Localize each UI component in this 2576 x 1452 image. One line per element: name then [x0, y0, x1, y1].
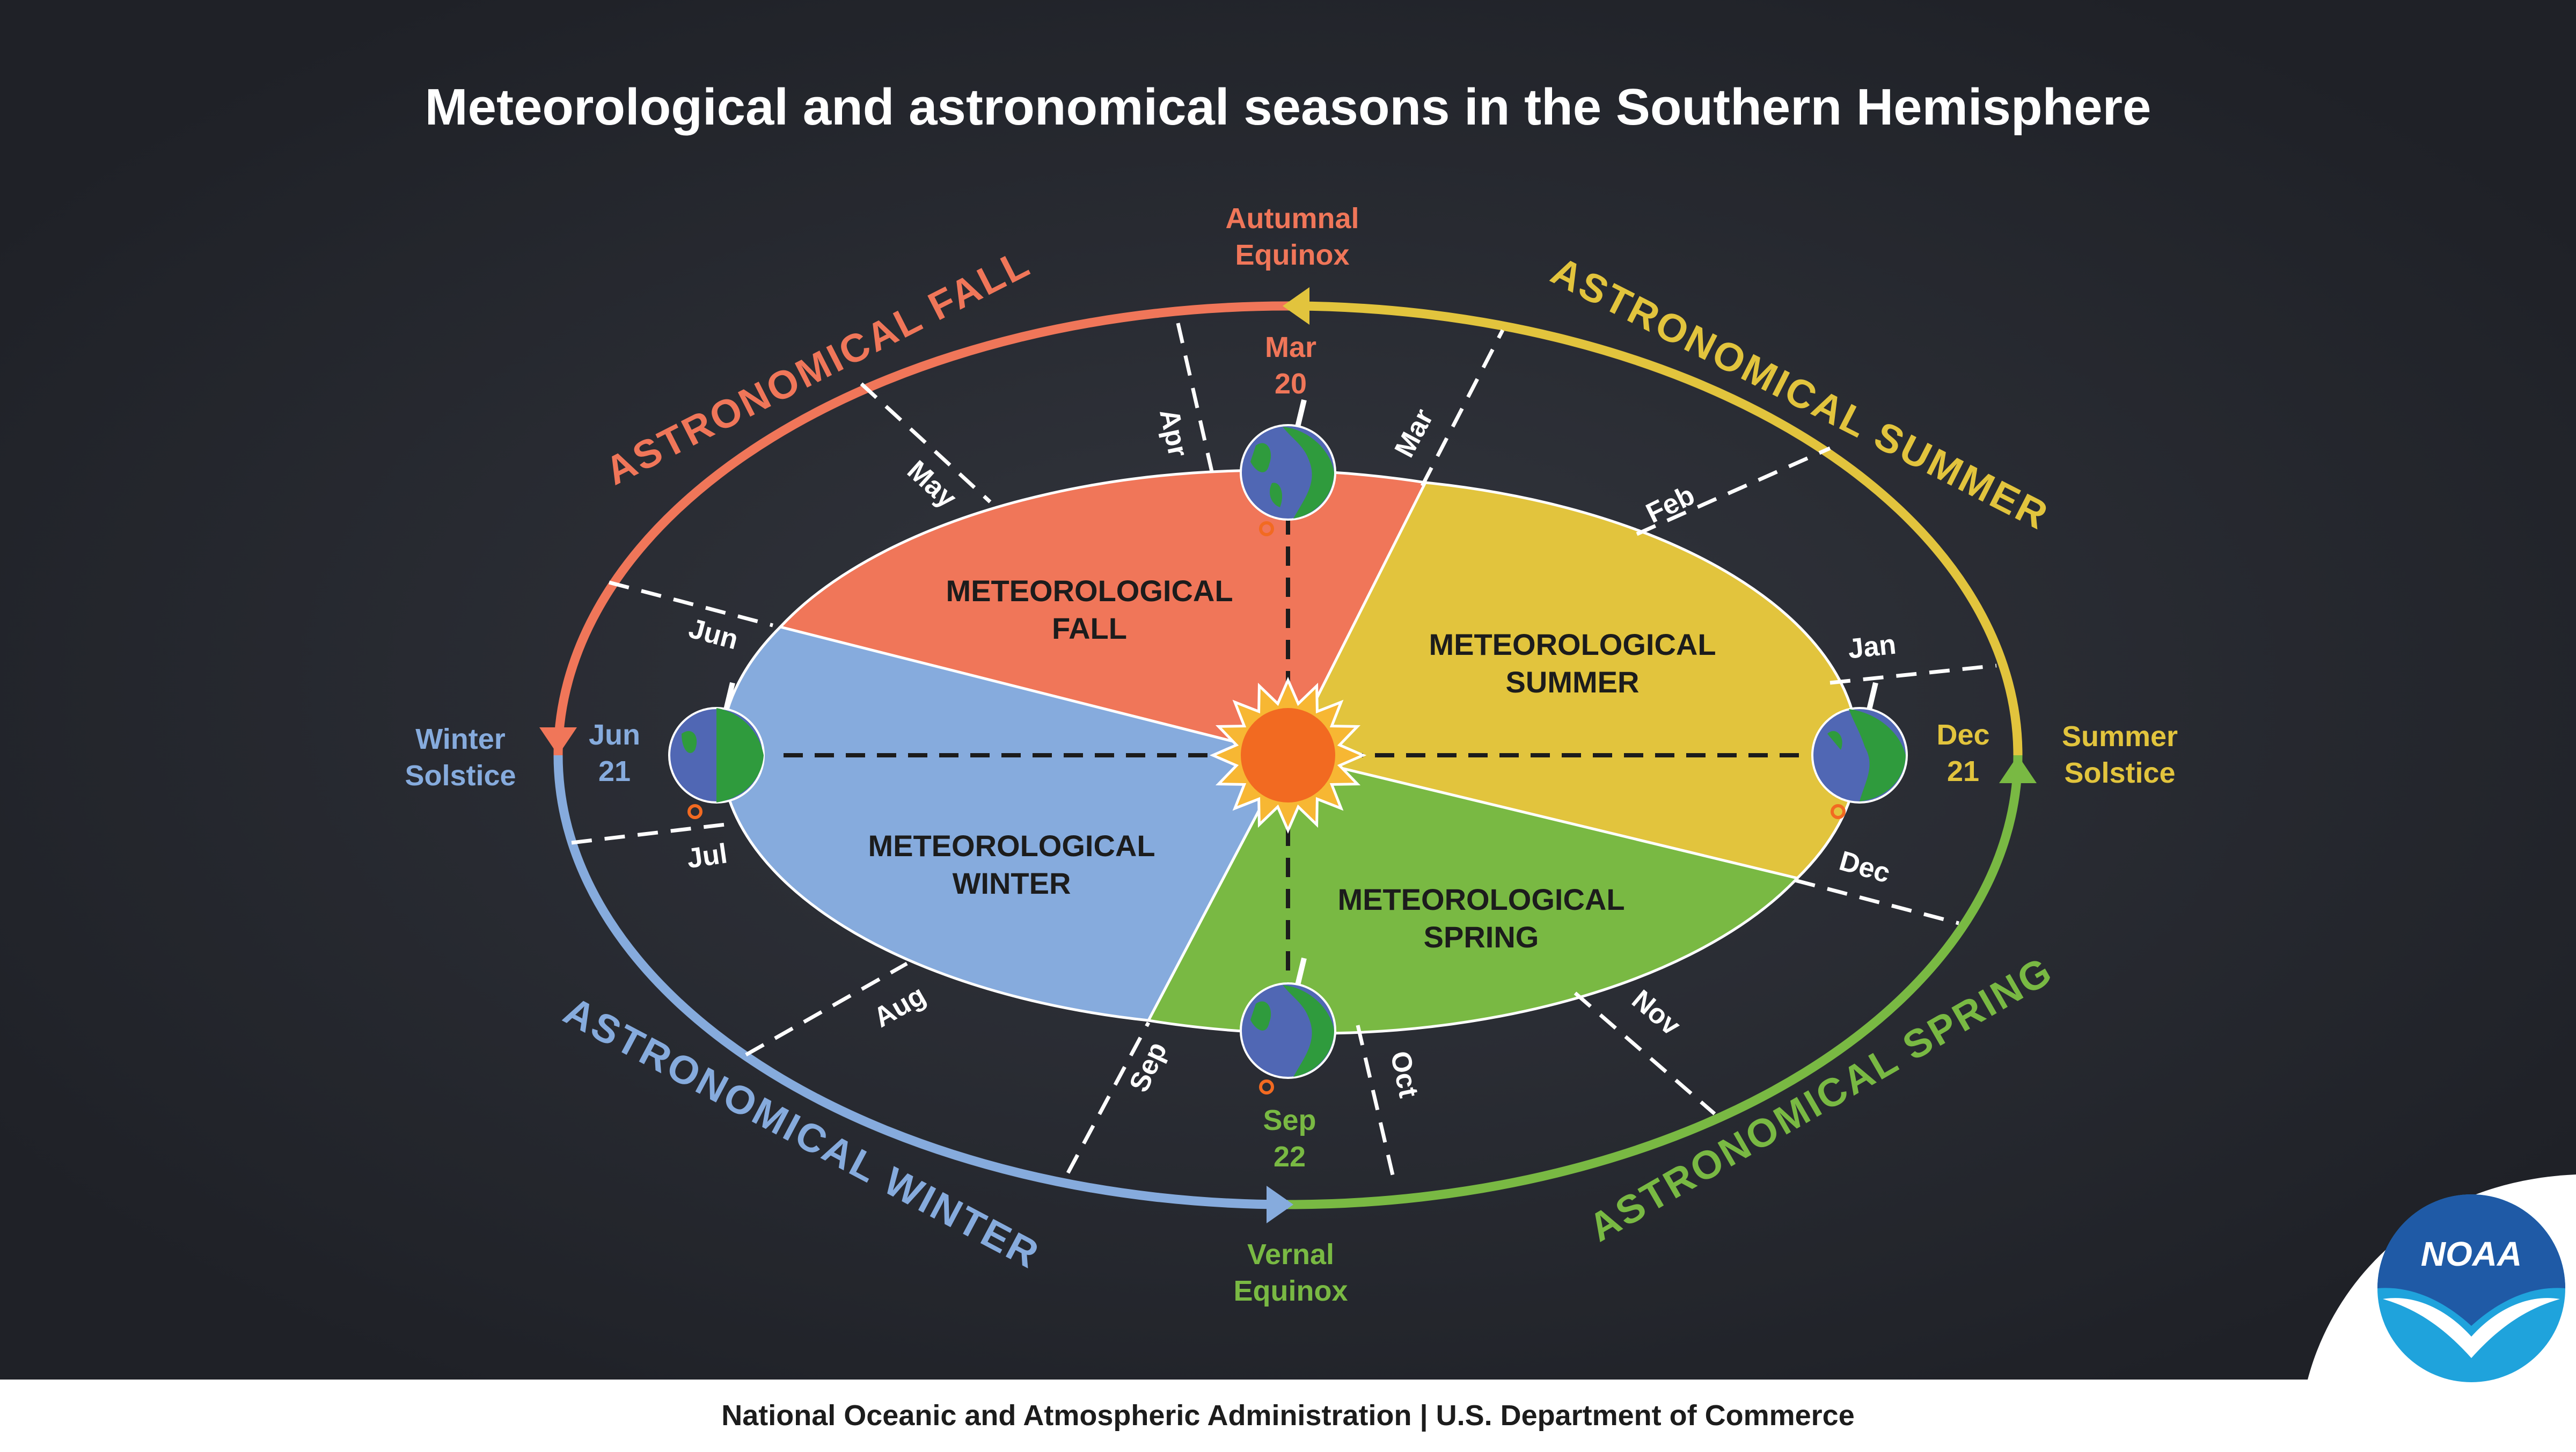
orbit-arc-fall — [553, 301, 1289, 756]
autumnal-equinox-name-2: Equinox — [1235, 239, 1350, 271]
segment-meteorological-summer — [1286, 481, 1860, 880]
vernal-equinox-name-1: Vernal — [1247, 1238, 1334, 1271]
earth-icon-vernal-equinox — [1240, 957, 1336, 1095]
meteorological-fall-line1: METEOROLOGICAL — [946, 574, 1233, 608]
meteorological-labels: METEOROLOGICAL FALL METEOROLOGICAL SUMME… — [868, 574, 1716, 954]
summer-solstice-date-2: 21 — [1947, 755, 1979, 787]
month-line-aug-sep — [1066, 1021, 1151, 1174]
noaa-logo-text: NOAA — [2421, 1235, 2522, 1273]
meteorological-ellipse — [720, 469, 1860, 1035]
summer-solstice-name-2: Solstice — [2064, 757, 2175, 789]
orbit-arrowheads — [539, 287, 2037, 1223]
winter-solstice-date-2: 21 — [598, 755, 631, 787]
autumnal-equinox-date-2: 20 — [1275, 368, 1307, 400]
month-line-jan-feb — [1636, 446, 1831, 536]
month-line-apr-may — [860, 382, 992, 504]
meteorological-summer-line2: SUMMER — [1506, 665, 1640, 699]
month-label-jan: Jan — [1847, 629, 1898, 665]
month-line-dec-jan — [1829, 663, 1997, 685]
astronomical-orbit — [553, 301, 2023, 1209]
month-line-mar-apr — [1176, 323, 1215, 477]
earth-icon-winter-solstice — [668, 682, 765, 819]
summer-solstice-date-1: Dec — [1936, 719, 1989, 751]
month-divider-lines — [571, 323, 1997, 1187]
month-line-jun-jul — [571, 822, 730, 845]
event-labels: Autumnal Equinox Mar 20 Summer Solstice … — [405, 202, 2178, 1307]
meteorological-fall-line2: FALL — [1052, 611, 1127, 645]
autumnal-equinox-date-1: Mar — [1265, 331, 1316, 363]
meteorological-winter-line1: METEOROLOGICAL — [868, 829, 1155, 863]
footer-text: National Oceanic and Atmospheric Adminis… — [721, 1399, 1855, 1432]
vernal-equinox-name-2: Equinox — [1234, 1275, 1348, 1307]
arrowhead-spring — [1267, 1186, 1293, 1223]
month-line-sep-oct — [1356, 1025, 1397, 1187]
arrowhead-summer — [1999, 755, 2037, 783]
meteorological-spring-line1: METEOROLOGICAL — [1337, 882, 1624, 916]
meteorological-spring-line2: SPRING — [1424, 920, 1539, 954]
summer-solstice-name-1: Summer — [2062, 720, 2178, 753]
month-label-jul: Jul — [685, 838, 729, 874]
orbit-arc-winter — [553, 755, 1289, 1209]
segment-meteorological-winter — [720, 625, 1290, 1022]
noaa-logo: NOAA — [2377, 1194, 2565, 1382]
winter-solstice-date-1: Jun — [589, 719, 640, 751]
winter-solstice-name-2: Solstice — [405, 760, 516, 792]
earth-icon-summer-solstice — [1811, 682, 1908, 819]
orbit-arc-summer — [1287, 301, 2023, 756]
arrowhead-fall — [1283, 287, 1309, 325]
winter-solstice-name-1: Winter — [415, 723, 506, 755]
vernal-equinox-date-2: 22 — [1274, 1141, 1306, 1173]
earth-icon-autumnal-equinox — [1240, 399, 1336, 536]
month-line-feb-mar — [1420, 329, 1505, 487]
meteorological-summer-line1: METEOROLOGICAL — [1429, 628, 1716, 661]
orbit-arc-spring — [1287, 755, 2023, 1209]
month-line-may-jun — [609, 580, 773, 628]
footer-band — [0, 1380, 2576, 1449]
meteorological-winter-line2: WINTER — [953, 866, 1071, 900]
autumnal-equinox-name-1: Autumnal — [1226, 202, 1359, 235]
sun-icon — [1209, 676, 1367, 834]
page-title: Meteorological and astronomical seasons … — [425, 78, 2151, 136]
month-line-nov-dec — [1795, 878, 1959, 925]
arrowhead-winter — [539, 727, 577, 755]
vernal-equinox-date-1: Sep — [1263, 1104, 1316, 1136]
